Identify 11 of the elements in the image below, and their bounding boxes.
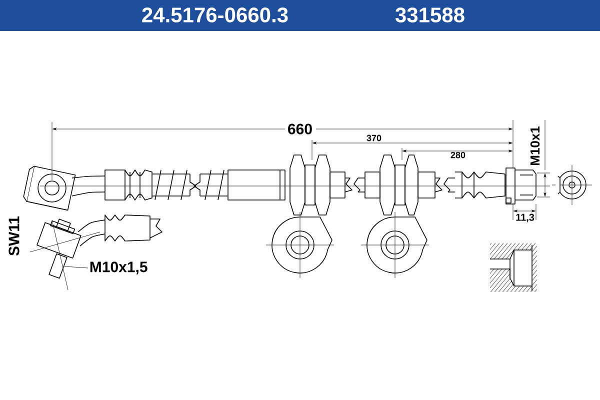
title: 24.5176-0660.3 xyxy=(142,8,288,22)
leader-line xyxy=(64,266,88,268)
dimension-label: M10x1 xyxy=(530,126,540,166)
dimension-label: 660 xyxy=(286,122,314,136)
dimension-label: 280 xyxy=(450,152,466,158)
part-number: 331588 xyxy=(395,8,464,22)
dimension-label: 11,3 xyxy=(516,214,534,222)
dimension-label: 370 xyxy=(366,134,382,142)
thread-label: M10x1,5 xyxy=(90,262,148,274)
dimension-label: SW11 xyxy=(8,216,20,256)
threaded-stub xyxy=(48,253,68,279)
